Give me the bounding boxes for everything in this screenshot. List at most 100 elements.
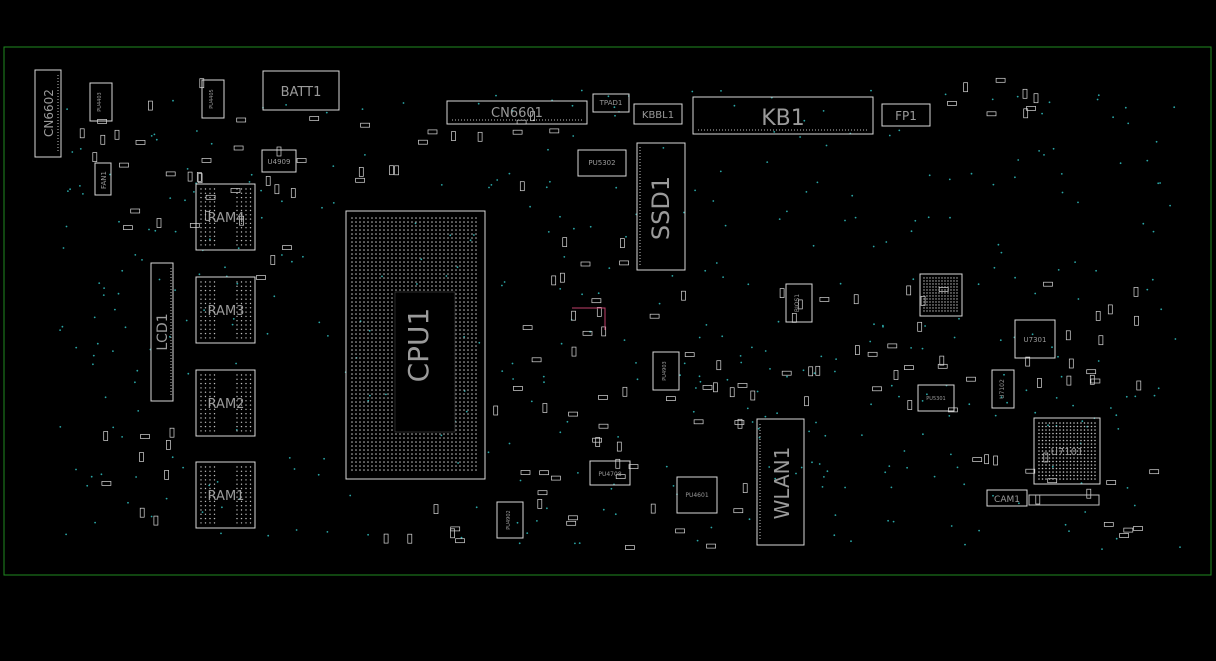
bga-pin [463,325,465,327]
component-cam1[interactable]: CAM1 [986,489,1100,507]
bga-pin [379,325,381,327]
component-bga-chip[interactable] [919,273,963,317]
bga-pin [351,273,353,275]
bga-pin [475,241,477,243]
bga-pin [1041,422,1044,424]
bga-pin [379,221,381,223]
bga-pin [1073,457,1075,459]
bga-pin [926,277,928,279]
bga-pin [355,369,357,371]
bga-pin [926,280,928,282]
bga-pin [1083,443,1086,445]
component-u4909[interactable]: U4909 [261,149,297,173]
component-pu4405[interactable]: PU4405 [201,79,225,119]
component-u7101[interactable]: U7101 [1033,417,1101,485]
bga-pin [395,229,397,231]
bga-pin [419,449,421,451]
component-u7301[interactable]: U7301 [1014,319,1056,359]
bga-pin [1041,429,1044,431]
component-cpu1[interactable]: CPU1 [345,210,486,480]
bga-pin [1090,474,1093,477]
bga-pin [929,286,931,288]
bga-pin [932,298,934,300]
bga-pin [355,293,357,295]
component-kb1[interactable]: KB1 [692,96,874,135]
component-pu4708[interactable]: PU4708 [589,460,631,486]
bga-pin [411,261,413,263]
bga-pin [439,237,441,239]
bga-pin [387,441,389,443]
bga-pin [351,257,353,259]
bga-pin [355,217,357,219]
bga-pin [431,281,433,283]
bga-pin [1045,446,1047,449]
bga-pin [399,273,401,275]
component-bios1[interactable]: BIOS1 [785,283,813,323]
bga-pin [455,329,457,331]
component-lcd1[interactable]: LCD1 [150,262,174,402]
bga-pin [371,445,373,447]
component-cn6602[interactable]: CN6602 [34,69,62,158]
bga-pin [467,329,469,331]
component-fan1[interactable]: FAN1 [94,162,112,196]
component-kbbl1[interactable]: KBBL1 [633,103,683,125]
bga-pin [451,225,453,227]
bga-pin [459,397,461,399]
bga-pin [953,304,955,306]
component-u7102[interactable]: U7102 [991,369,1015,409]
component-pu4403[interactable]: PU4403 [89,82,113,122]
component-batt1[interactable]: BATT1 [262,70,340,111]
bga-pin [355,277,357,279]
bga-pin [455,445,457,447]
bga-pin [1066,450,1068,452]
component-fp1[interactable]: FP1 [881,103,931,127]
component-pu5302[interactable]: PU5302 [577,149,627,177]
bga-pin [459,345,461,347]
bga-pin [956,295,958,297]
bga-pin [459,293,461,295]
component-ram3[interactable]: RAM3 [195,276,256,344]
bga-pin [459,217,461,219]
bga-pin [367,449,369,451]
bga-pin [395,469,397,471]
component-cn6601[interactable]: CN6601 [446,100,588,125]
bga-pin [1069,453,1072,456]
bga-pin [1048,446,1051,449]
bga-pin [1090,443,1093,445]
component-pu4902[interactable]: PU4902 [496,501,524,539]
bga-pin [1055,471,1058,473]
component-pu5301[interactable]: PU5301 [917,384,955,412]
component-ram2[interactable]: RAM2 [195,369,256,437]
bga-pin [463,273,465,275]
bga-pin [351,333,353,335]
bga-pin [451,249,453,251]
bga-pin [351,253,353,255]
bga-pin [383,281,385,283]
bga-pin [923,310,925,312]
component-pu4601[interactable]: PU4601 [676,476,718,514]
bga-pin [375,353,377,355]
bga-pin [371,337,373,339]
bga-pin [379,453,381,455]
bga-pin [419,237,421,239]
bga-pin [467,325,469,327]
bga-pin [941,289,943,291]
bga-pin [371,369,373,371]
bga-pin [383,341,385,343]
bga-pin [351,385,353,387]
bga-pin [359,445,361,447]
component-ssd1[interactable]: SSD1 [636,142,686,271]
bga-pin [1062,425,1065,428]
component-tpad1[interactable]: TPAD1 [592,93,630,113]
bga-pin [403,233,405,235]
bga-pin [1076,422,1079,424]
bga-pin [387,285,389,287]
component-ram4[interactable]: RAM4 [195,183,256,251]
component-ram1[interactable]: RAM1 [195,461,256,529]
component-pu4903[interactable]: PU4903 [652,351,680,391]
bga-pin [399,233,401,235]
bga-pin [947,283,949,285]
component-wlan1[interactable]: WLAN1 [756,418,805,546]
bga-pin [463,361,465,363]
